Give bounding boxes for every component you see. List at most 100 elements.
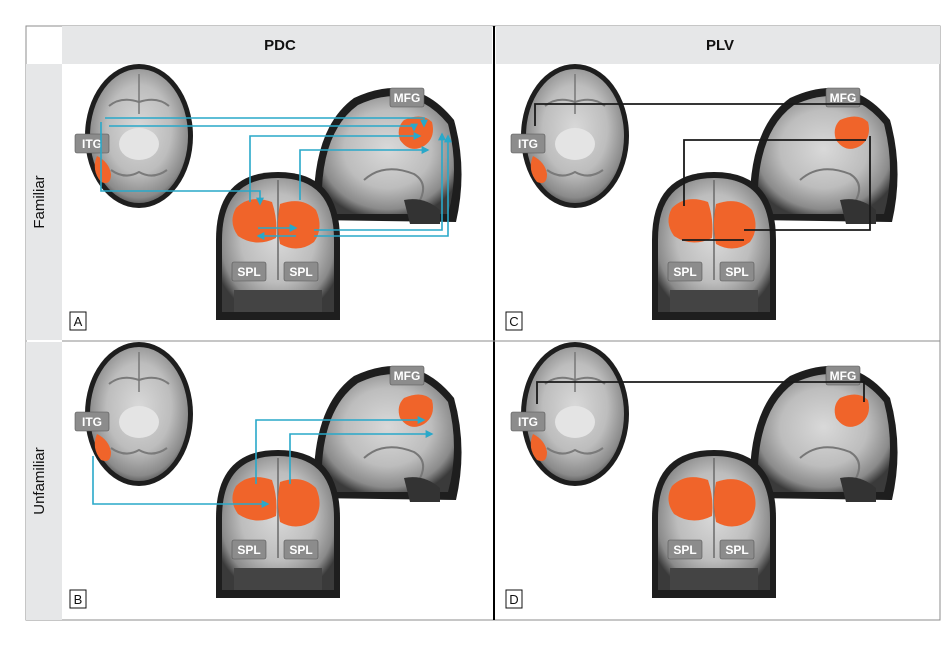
label-itg-box xyxy=(74,411,110,432)
header-band-plv xyxy=(496,26,940,64)
label-spl-left: SPL xyxy=(673,543,696,557)
label-spl-left: SPL xyxy=(237,543,260,557)
spl-right-activation xyxy=(278,479,320,527)
label-spl-left-box xyxy=(667,261,703,282)
axial-sulcus-back xyxy=(546,169,604,177)
label-spl-right-box xyxy=(719,539,755,560)
axial-sulcus-back xyxy=(110,169,168,177)
sagittal-sulcus xyxy=(799,446,861,483)
connection-2 xyxy=(683,139,866,206)
label-spl-right-box xyxy=(283,261,319,282)
connections xyxy=(536,381,865,404)
spl-left-activation xyxy=(232,477,277,521)
spl-left-activation xyxy=(668,477,713,521)
connections xyxy=(92,416,434,508)
connections xyxy=(534,103,871,241)
coronal-brain xyxy=(652,450,776,598)
spl-right-activation xyxy=(278,201,320,249)
coronal-cerebellum xyxy=(234,568,322,590)
connection-1 xyxy=(536,381,865,404)
label-spl-left-box xyxy=(231,261,267,282)
axial-brain xyxy=(521,64,629,208)
panel-letter: D xyxy=(509,592,518,607)
connection-1 xyxy=(92,456,270,508)
label-mfg-box xyxy=(389,87,425,108)
coronal-brain xyxy=(216,172,340,320)
panel-letter: C xyxy=(509,314,518,329)
label-spl-right: SPL xyxy=(725,265,748,279)
label-spl-left-box xyxy=(231,539,267,560)
itg-activation xyxy=(94,156,111,183)
panel-letter: B xyxy=(74,592,83,607)
coronal-cerebellum xyxy=(234,290,322,312)
label-spl-right-box xyxy=(283,539,319,560)
label-mfg: MFG xyxy=(394,369,421,383)
row-label-unfamiliar: Unfamiliar xyxy=(31,447,48,515)
connection-7 xyxy=(314,134,452,237)
label-spl-left: SPL xyxy=(237,265,260,279)
connection-3 xyxy=(289,430,434,484)
label-spl-right-box xyxy=(719,261,755,282)
sagittal-sulcus xyxy=(799,168,861,205)
label-itg-box xyxy=(510,411,546,432)
panel-letter-box xyxy=(69,589,87,609)
label-spl-left-box xyxy=(667,539,703,560)
panel-d: ITG MFG SPL SPL D xyxy=(505,342,898,609)
sagittal-cerebellum xyxy=(404,477,440,502)
axial-brain xyxy=(521,342,629,486)
connection-2 xyxy=(255,416,426,484)
itg-activation xyxy=(530,434,547,461)
label-mfg: MFG xyxy=(830,369,857,383)
row-band-unfamiliar xyxy=(26,342,62,620)
spl-right-activation xyxy=(714,201,756,249)
label-spl-right: SPL xyxy=(289,543,312,557)
axial-brain xyxy=(85,64,193,208)
panel-letter-box xyxy=(505,311,523,331)
sagittal-brain xyxy=(749,87,898,224)
label-itg: ITG xyxy=(518,137,538,151)
column-header-plv: PLV xyxy=(706,37,734,54)
sagittal-cerebellum xyxy=(404,199,440,224)
sagittal-sulcus xyxy=(363,168,425,205)
spl-right-activation xyxy=(714,479,756,527)
panel-b: ITG MFG SPL SPL B xyxy=(69,342,462,609)
itg-activation xyxy=(530,156,547,183)
label-itg: ITG xyxy=(518,415,538,429)
label-itg: ITG xyxy=(82,415,102,429)
connection-5 xyxy=(299,146,430,200)
axial-sulcus-back xyxy=(546,447,604,455)
connection-1 xyxy=(534,103,864,126)
header-band-pdc xyxy=(62,26,492,64)
label-itg-box xyxy=(510,133,546,154)
sagittal-cerebellum xyxy=(840,199,876,224)
label-mfg-box xyxy=(825,87,861,108)
axial-sulcus-back xyxy=(110,447,168,455)
connection-2 xyxy=(105,117,428,128)
sagittal-brain xyxy=(313,87,462,224)
axial-midbrain xyxy=(119,406,159,438)
sagittal-brain xyxy=(749,365,898,502)
sagittal-sulcus xyxy=(363,446,425,483)
connection-3 xyxy=(109,123,418,132)
panel-c: ITG MFG SPL SPL C xyxy=(505,64,898,331)
connection-4 xyxy=(249,132,422,202)
panel-letter-box xyxy=(505,589,523,609)
coronal-brain xyxy=(216,450,340,598)
connections xyxy=(100,117,452,240)
axial-brain xyxy=(85,342,193,486)
label-spl-right: SPL xyxy=(725,543,748,557)
label-spl-left: SPL xyxy=(673,265,696,279)
row-band-familiar xyxy=(26,64,62,340)
mfg-activation xyxy=(834,394,869,427)
row-label-familiar: Familiar xyxy=(31,175,48,228)
column-header-pdc: PDC xyxy=(264,37,296,54)
label-mfg-box xyxy=(389,365,425,386)
spl-left-activation xyxy=(232,199,277,243)
label-mfg: MFG xyxy=(830,91,857,105)
connection-6 xyxy=(314,132,446,231)
connection-1 xyxy=(100,122,264,206)
coronal-cerebellum xyxy=(670,568,758,590)
connection-3 xyxy=(744,136,871,231)
